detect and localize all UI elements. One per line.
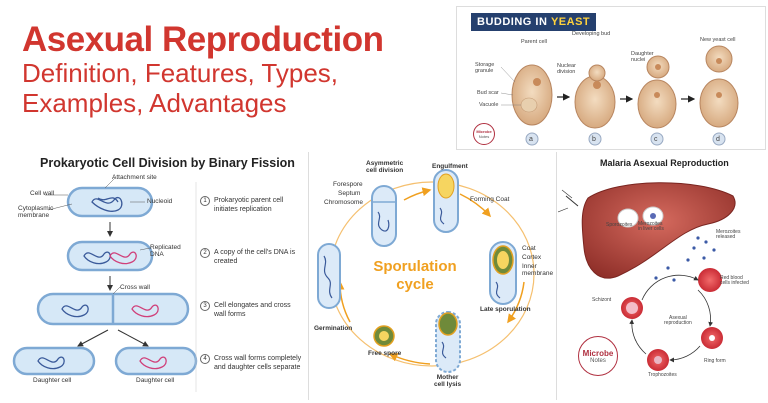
yeast-banner-prefix: BUDDING IN — [477, 16, 548, 28]
yeast-watermark-badge: Microbe Notes — [473, 123, 495, 145]
yeast-label-nuclear-division: Nuclear division — [557, 63, 576, 75]
yeast-banner: BUDDING IN YEAST — [471, 13, 597, 31]
malaria-label-sporozoites: Sporozoites — [606, 222, 633, 228]
bf-label-cytoplasmic-membrane: Cytoplasmic membrane — [18, 205, 54, 219]
malaria-label-asexual-reproduction: Asexual reproduction — [664, 315, 692, 326]
bf-step-3-text: Cell elongates and cross wall forms — [214, 302, 291, 318]
malaria-label-trophozoites: Trophozoites — [648, 372, 677, 378]
yeast-watermark-line1: Microbe — [476, 129, 492, 134]
yeast-label-storage-granule: Storage granule — [475, 62, 495, 74]
bf-label-cross-wall: Cross wall — [120, 284, 150, 291]
bf-label-daughter-cell-right: Daughter cell — [136, 377, 175, 384]
malaria-label-merozoites-liver: Merozoites in liver cells — [638, 221, 664, 232]
subtitle-line-2: Examples, Advantages — [22, 88, 287, 118]
yeast-watermark-line2: Notes — [478, 134, 490, 139]
spor-label-coat: Coat — [522, 245, 536, 252]
malaria-watermark-line2: Notes — [590, 357, 606, 364]
bf-label-nucleoid: Nucleoid — [147, 198, 173, 205]
bf-step-1-text: Prokaryotic parent cell initiates replic… — [214, 197, 284, 213]
spor-label-cortex: Cortex — [522, 254, 542, 261]
spor-label-forespore: Forespore — [333, 181, 363, 188]
bf-label-attachment-site: Attachment site — [112, 174, 157, 181]
bf-label-daughter-cell-left: Daughter cell — [33, 377, 72, 384]
bf-step-2-number: 2 — [200, 248, 210, 258]
yeast-step-b: b — [592, 136, 596, 143]
spor-label-septum: Septum — [338, 190, 361, 197]
bf-step-1-number: 1 — [200, 196, 210, 206]
yeast-label-vacuole: Vacuole — [479, 102, 499, 108]
sporulation-center-label: Sporulation cycle — [360, 258, 470, 294]
binary-fission-diagram — [12, 177, 198, 392]
yeast-banner-highlight: YEAST — [550, 16, 591, 28]
yeast-step-a: a — [529, 136, 533, 143]
yeast-step-d: d — [716, 136, 720, 143]
yeast-label-parent-cell: Parent cell — [521, 39, 547, 45]
malaria-label-rbc-infected: Red blood cells infected — [720, 275, 749, 286]
spor-label-germination: Germination — [314, 325, 353, 332]
spor-label-chromosome: Chromosome — [324, 199, 364, 206]
sporulation-center-line1: Sporulation — [373, 258, 457, 275]
spor-label-engulfment: Engulfment — [432, 163, 468, 170]
yeast-step-c: c — [654, 136, 658, 143]
malaria-title: Malaria Asexual Reproduction — [600, 158, 729, 168]
bf-label-replicated-dna: Replicated DNA — [150, 244, 181, 258]
spor-label-forming-coat: Forming Coat — [470, 196, 510, 203]
spor-label-free-spore: Free spore — [368, 350, 402, 357]
yeast-diagram — [500, 45, 739, 146]
sporulation-diagram — [317, 169, 535, 373]
malaria-label-merozoites-released: Merozoites released — [716, 229, 741, 240]
spor-label-late-sporulation: Late sporulation — [480, 306, 531, 313]
subtitle-line-1: Definition, Features, Types, — [22, 58, 339, 88]
yeast-cell-a — [511, 64, 553, 126]
malaria-diagram — [558, 182, 736, 371]
spor-label-inner-membrane: Inner membrane — [522, 263, 554, 277]
malaria-label-ring-form: Ring form — [704, 358, 726, 364]
bf-step-4-text: Cross wall forms completely and daughter… — [214, 355, 302, 371]
malaria-watermark-line1: Microbe — [582, 348, 614, 358]
bf-label-cell-wall: Cell wall — [30, 190, 55, 197]
yeast-label-new-yeast-cell: New yeast cell — [700, 37, 736, 43]
yeast-label-bud-scar: Bud scar — [477, 90, 499, 96]
malaria-label-schizont: Schizont — [592, 297, 612, 303]
yeast-budding-panel: BUDDING IN YEAST — [456, 6, 766, 150]
page-title: Asexual Reproduction — [22, 20, 384, 59]
divider-1 — [308, 152, 309, 400]
sporulation-center-line2: cycle — [396, 276, 434, 293]
spor-label-asymmetric: Asymmetric cell division — [366, 160, 404, 174]
page-subtitle: Definition, Features, Types, Examples, A… — [22, 58, 338, 118]
divider-2 — [556, 152, 557, 400]
bf-step-2-text: A copy of the cell's DNA is created — [214, 249, 296, 265]
bf-step-3-number: 3 — [200, 301, 210, 311]
yeast-label-daughter-nuclei: Daughter nuclei — [631, 51, 654, 63]
yeast-cell-c — [637, 79, 677, 129]
spor-label-mother-cell-lysis: Mother cell lysis — [434, 374, 462, 388]
malaria-watermark-badge: Microbe Notes — [578, 336, 618, 376]
yeast-cell-d — [699, 78, 739, 128]
binary-fission-title: Prokaryotic Cell Division by Binary Fiss… — [40, 156, 295, 170]
bf-step-4-number: 4 — [200, 354, 210, 364]
yeast-label-developing-bud: Developing bud — [572, 31, 611, 37]
